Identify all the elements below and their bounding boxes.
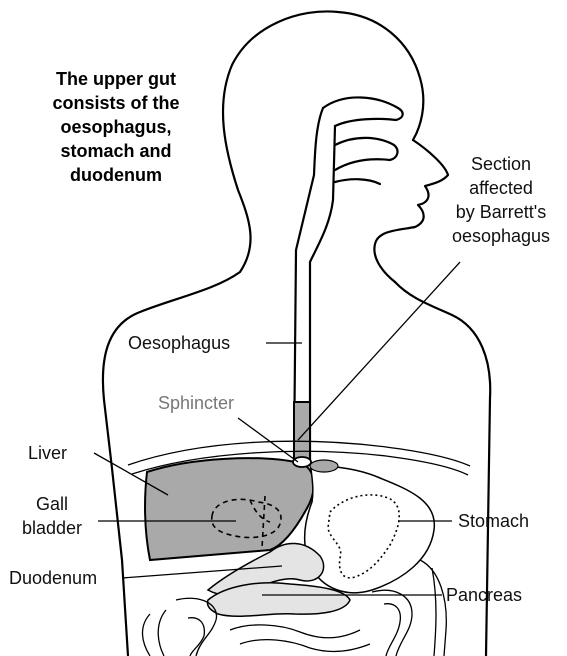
- body-outline-face: [374, 140, 448, 282]
- lower-jaw-inner: [335, 179, 380, 184]
- label-section-1: Section: [471, 154, 531, 174]
- heading-line-2: consists of the: [52, 93, 179, 113]
- heading-line-4: stomach and: [60, 141, 171, 161]
- heading-line-1: The upper gut: [56, 69, 176, 89]
- mouth-cavity: [335, 138, 397, 170]
- body-outline-left-side: [104, 400, 128, 656]
- label-stomach: Stomach: [458, 511, 529, 531]
- intestine-loop-1: [143, 610, 167, 656]
- label-pancreas: Pancreas: [446, 585, 522, 605]
- intestine-loop-3: [230, 625, 370, 652]
- label-bladder: bladder: [22, 518, 82, 538]
- stomach: [305, 462, 435, 593]
- label-gall: Gall: [36, 494, 68, 514]
- label-oesophagus: Oesophagus: [128, 333, 230, 353]
- sphincter-grey: [310, 460, 338, 472]
- sphincter: [293, 457, 311, 467]
- label-liver: Liver: [28, 443, 67, 463]
- heading-line-3: oesophagus,: [60, 117, 171, 137]
- leader-section: [298, 262, 460, 440]
- leader-sphincter: [238, 418, 298, 462]
- label-duodenum: Duodenum: [9, 568, 97, 588]
- label-sphincter: Sphincter: [158, 393, 234, 413]
- nasal-cavity: [323, 97, 403, 126]
- label-section-2: affected: [469, 178, 533, 198]
- intestine-loop-5: [420, 560, 446, 656]
- label-section-4: oesophagus: [452, 226, 550, 246]
- label-section-3: by Barrett's: [456, 202, 546, 222]
- intestine-loop-4: [372, 590, 412, 656]
- heading-line-5: duodenum: [70, 165, 162, 185]
